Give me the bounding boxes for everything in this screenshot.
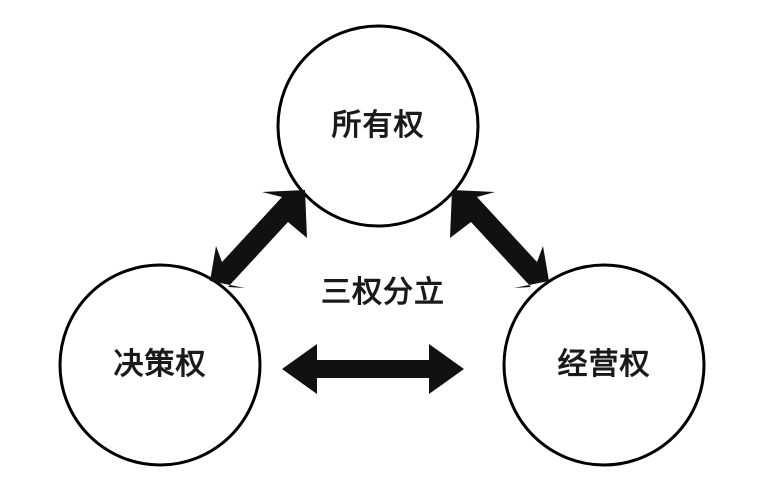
double-arrow-diagonal-left: [210, 190, 307, 288]
connector-ownership-decision[interactable]: [210, 190, 307, 288]
diagram-center-label: 三权分立: [321, 275, 445, 310]
double-arrow-horizontal: [282, 344, 464, 394]
connector-decision-management[interactable]: [282, 344, 464, 394]
node-label-ownership: 所有权: [331, 108, 425, 143]
double-arrow-diagonal-right: [450, 190, 549, 288]
node-circle-management[interactable]: [502, 263, 706, 467]
node-label-management: 经营权: [557, 347, 651, 382]
connector-ownership-management[interactable]: [450, 190, 549, 288]
node-circle-decision[interactable]: [58, 263, 262, 467]
node-label-decision: 决策权: [113, 347, 207, 382]
node-circle-ownership[interactable]: [276, 24, 480, 228]
